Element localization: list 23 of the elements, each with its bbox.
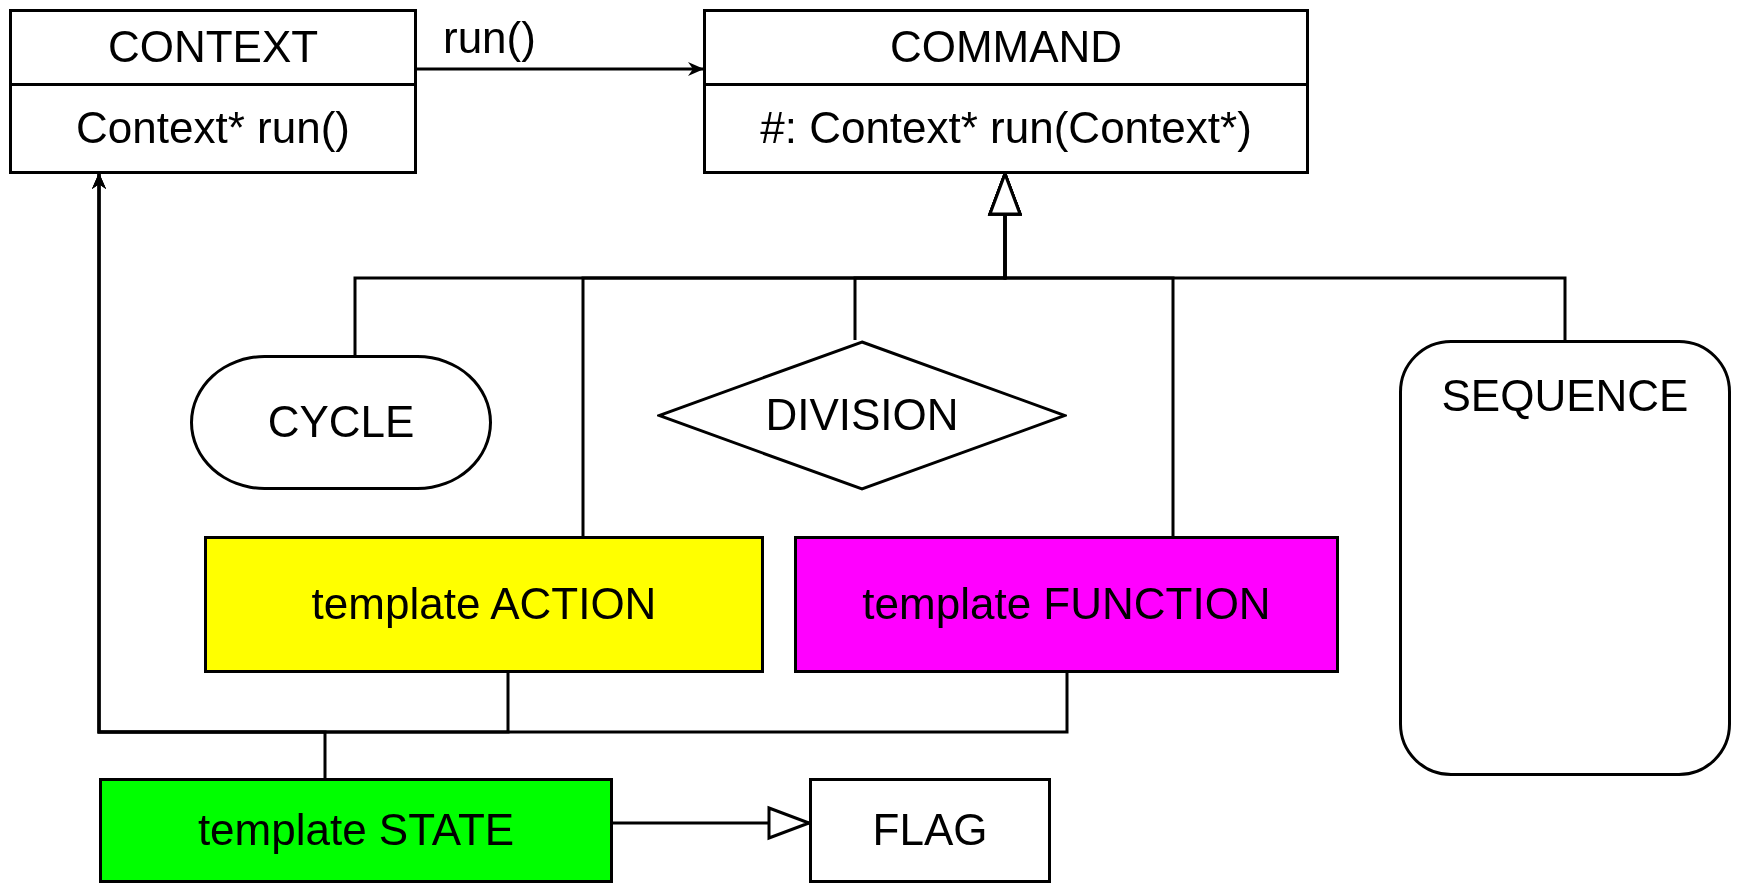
method-text: Context* run()	[76, 103, 350, 154]
arrow	[417, 62, 704, 76]
inheritance-arrow	[988, 172, 1567, 340]
process-box	[204, 536, 764, 673]
node-label: template FUNCTION	[862, 579, 1271, 630]
class-box	[9, 9, 417, 174]
process-box	[99, 778, 613, 883]
process-box	[794, 536, 1339, 673]
node-label: SEQUENCE	[1441, 371, 1689, 422]
process-box	[809, 778, 1051, 883]
node-label: DIVISION	[765, 390, 959, 441]
class-name: CONTEXT	[107, 22, 319, 73]
node-label: template STATE	[197, 805, 515, 856]
node-label: template ACTION	[311, 579, 657, 630]
node-label: FLAG	[872, 805, 988, 856]
class-name: COMMAND	[889, 22, 1123, 73]
inheritance-arrow	[613, 806, 811, 840]
rounded-box	[1399, 340, 1731, 776]
class-box	[703, 9, 1309, 174]
method-text: #: Context* run(Context*)	[760, 103, 1252, 154]
arrow	[92, 173, 327, 778]
node-label: CYCLE	[267, 397, 415, 448]
decision-diamond	[657, 340, 1067, 491]
